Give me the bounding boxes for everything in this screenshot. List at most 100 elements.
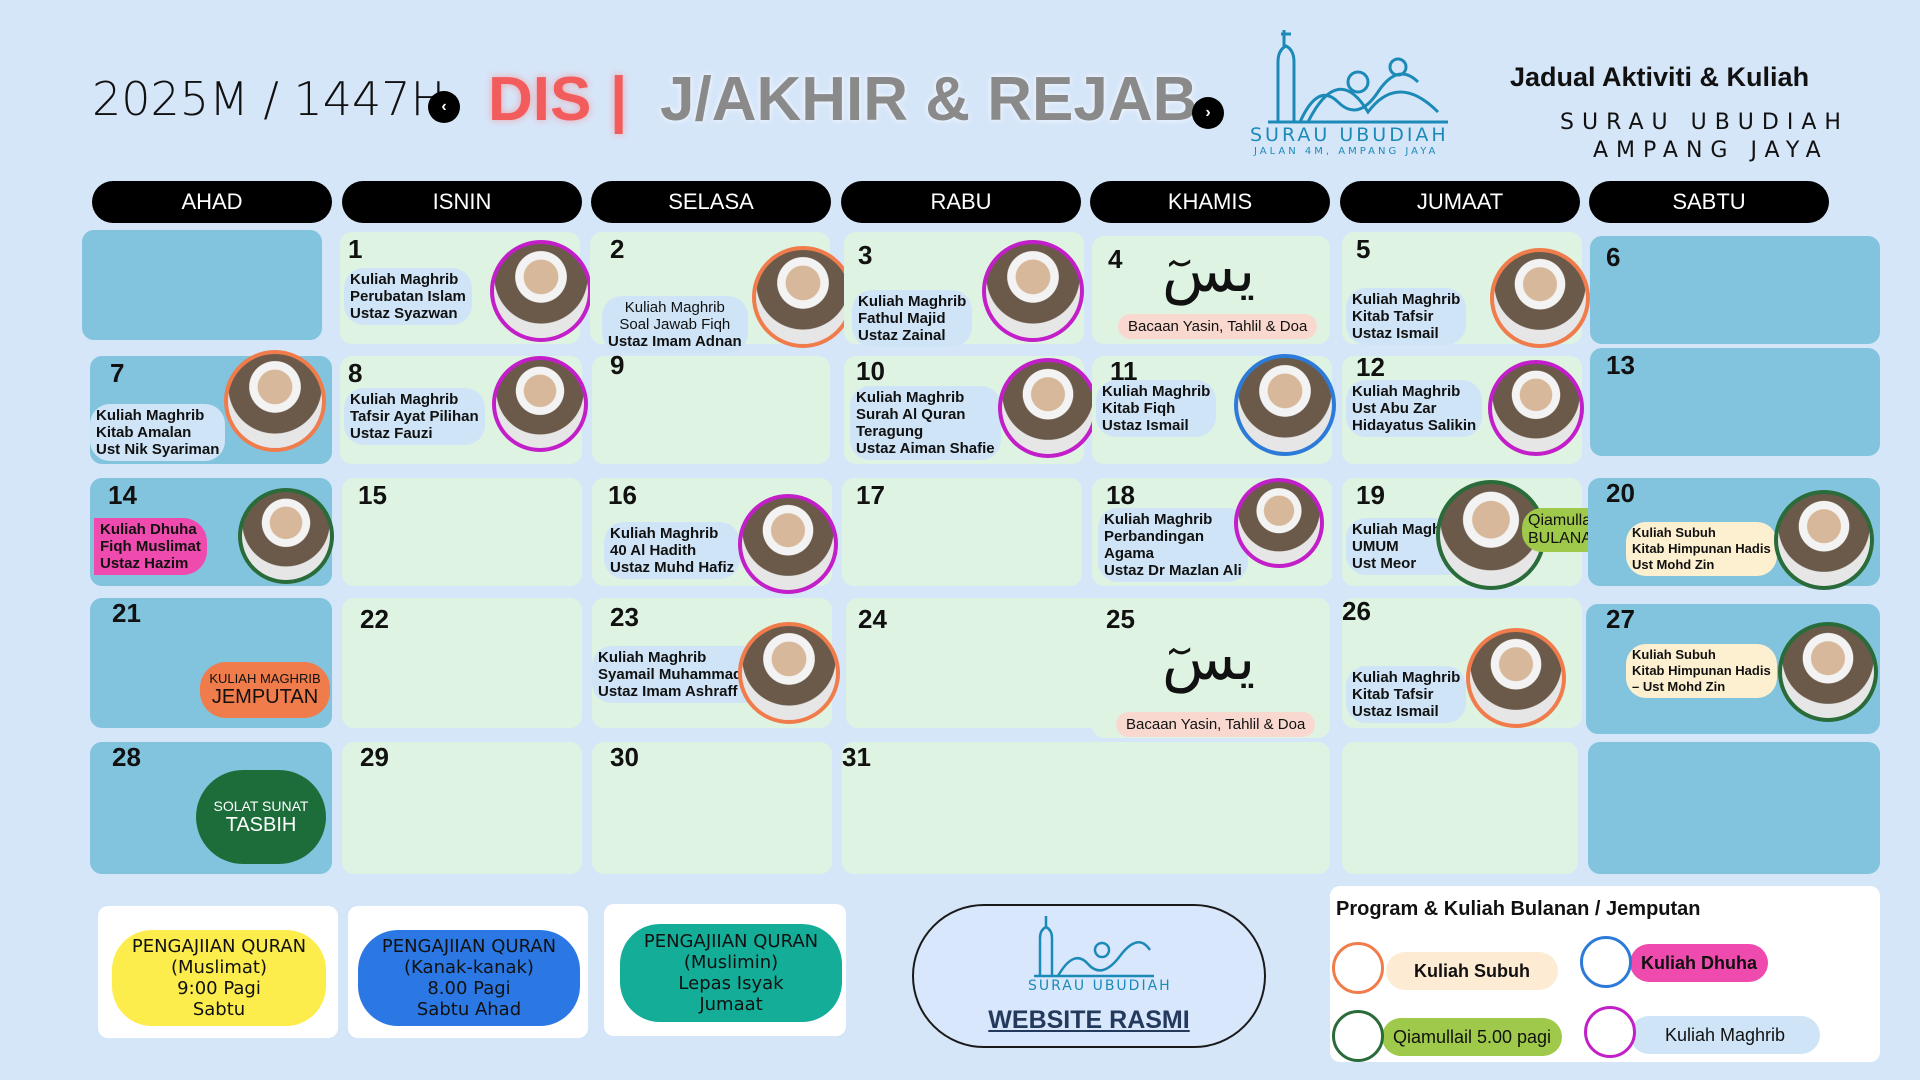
calendar-cell-29[interactable]: 29 <box>342 742 582 874</box>
day-header-sabtu: SABTU <box>1589 181 1829 223</box>
speaker-avatar <box>738 494 838 594</box>
legend-logo-icon <box>1332 942 1384 994</box>
month-separator: | <box>610 65 628 134</box>
schedule-title: Jadual Aktiviti & Kuliah <box>1510 62 1810 92</box>
speaker-avatar <box>752 246 854 348</box>
speaker-avatar <box>998 358 1098 458</box>
calendar-cell-13[interactable]: 13 <box>1590 348 1880 456</box>
website-label: WEBSITE RASMI <box>988 1006 1190 1034</box>
calendar-cell-empty <box>1588 742 1880 874</box>
date-number: 17 <box>856 480 885 510</box>
day-header-rabu: RABU <box>841 181 1081 223</box>
calendar-cell-31[interactable]: 31 <box>842 742 1330 874</box>
speaker-avatar <box>224 350 326 452</box>
date-number: 25 <box>1106 604 1135 634</box>
legend-maghrib: Kuliah Maghrib <box>1630 1016 1820 1054</box>
calendar-cell-9[interactable]: 9 <box>592 350 830 464</box>
speaker-avatar <box>1490 248 1590 348</box>
legend-title: Program & Kuliah Bulanan / Jemputan <box>1336 898 1701 920</box>
website-button[interactable]: SURAU UBUDIAH WEBSITE RASMI <box>912 904 1266 1048</box>
date-number: 23 <box>610 602 639 632</box>
date-number: 30 <box>610 742 639 772</box>
date-number: 24 <box>858 604 887 634</box>
legend-logo-icon <box>1580 936 1632 988</box>
mosque-calligraphy-icon <box>1268 30 1448 124</box>
surau-location: AMPANG JAYA <box>1593 138 1829 163</box>
date-number: 7 <box>110 358 125 388</box>
speaker-avatar <box>1234 478 1324 568</box>
mosque-calligraphy-icon <box>1034 916 1154 978</box>
legend-logo-icon <box>1332 1010 1384 1062</box>
month-hijri: J/AKHIR & REJAB <box>660 65 1198 134</box>
day-header-khamis: KHAMIS <box>1090 181 1330 223</box>
date-number: 1 <box>348 234 363 264</box>
date-number: 4 <box>1108 244 1123 274</box>
calendar-cell-4[interactable]: 4 يسٓ Bacaan Yasin, Tahlil & Doa <box>1092 236 1330 344</box>
surau-logo: SURAU UBUDIAH JALAN 4M, AMPANG JAYA <box>1248 22 1460 162</box>
chevron-left-icon: ‹ <box>441 98 447 115</box>
date-number: 27 <box>1606 604 1635 634</box>
surau-name: SURAU UBUDIAH <box>1560 110 1849 135</box>
speaker-avatar <box>1778 622 1878 722</box>
calendar-cell-17[interactable]: 17 <box>842 478 1082 586</box>
date-number: 31 <box>842 742 871 772</box>
legend-qiamullail: Qiamullail 5.00 pagi <box>1382 1018 1562 1056</box>
legend-dhuha: Kuliah Dhuha <box>1630 944 1768 982</box>
speaker-avatar <box>1774 490 1874 590</box>
logo-address: JALAN 4M, AMPANG JAYA <box>1254 146 1439 157</box>
speaker-avatar <box>738 622 840 724</box>
calendar-cell-6[interactable]: 6 <box>1590 236 1880 344</box>
calendar-cell-25[interactable]: 25 يسٓ Bacaan Yasin, Tahlil & Doa <box>1092 598 1330 738</box>
next-month-button[interactable]: › <box>1192 97 1224 129</box>
speaker-avatar <box>982 240 1084 342</box>
date-number: 8 <box>348 358 363 388</box>
yasin-calligraphy-icon: يسٓ <box>1162 236 1256 306</box>
month-gregorian: DIS <box>488 65 592 134</box>
calendar-cell-30[interactable]: 30 <box>592 742 832 874</box>
calendar-cell-22[interactable]: 22 <box>342 598 582 728</box>
date-number: 6 <box>1606 242 1621 272</box>
date-number: 9 <box>610 350 625 380</box>
date-number: 2 <box>610 234 625 264</box>
calendar-cell-15[interactable]: 15 <box>342 478 582 586</box>
speaker-avatar <box>1234 354 1336 456</box>
date-number: 12 <box>1356 352 1385 382</box>
speaker-avatar <box>492 356 588 452</box>
legend-panel: Program & Kuliah Bulanan / Jemputan Kuli… <box>1330 886 1880 1062</box>
legend-subuh: Kuliah Subuh <box>1386 952 1558 990</box>
day-header-selasa: SELASA <box>591 181 831 223</box>
prev-month-button[interactable]: ‹ <box>428 91 460 123</box>
calendar-cell-24[interactable]: 24 <box>846 598 1132 728</box>
date-number: 22 <box>360 604 389 634</box>
